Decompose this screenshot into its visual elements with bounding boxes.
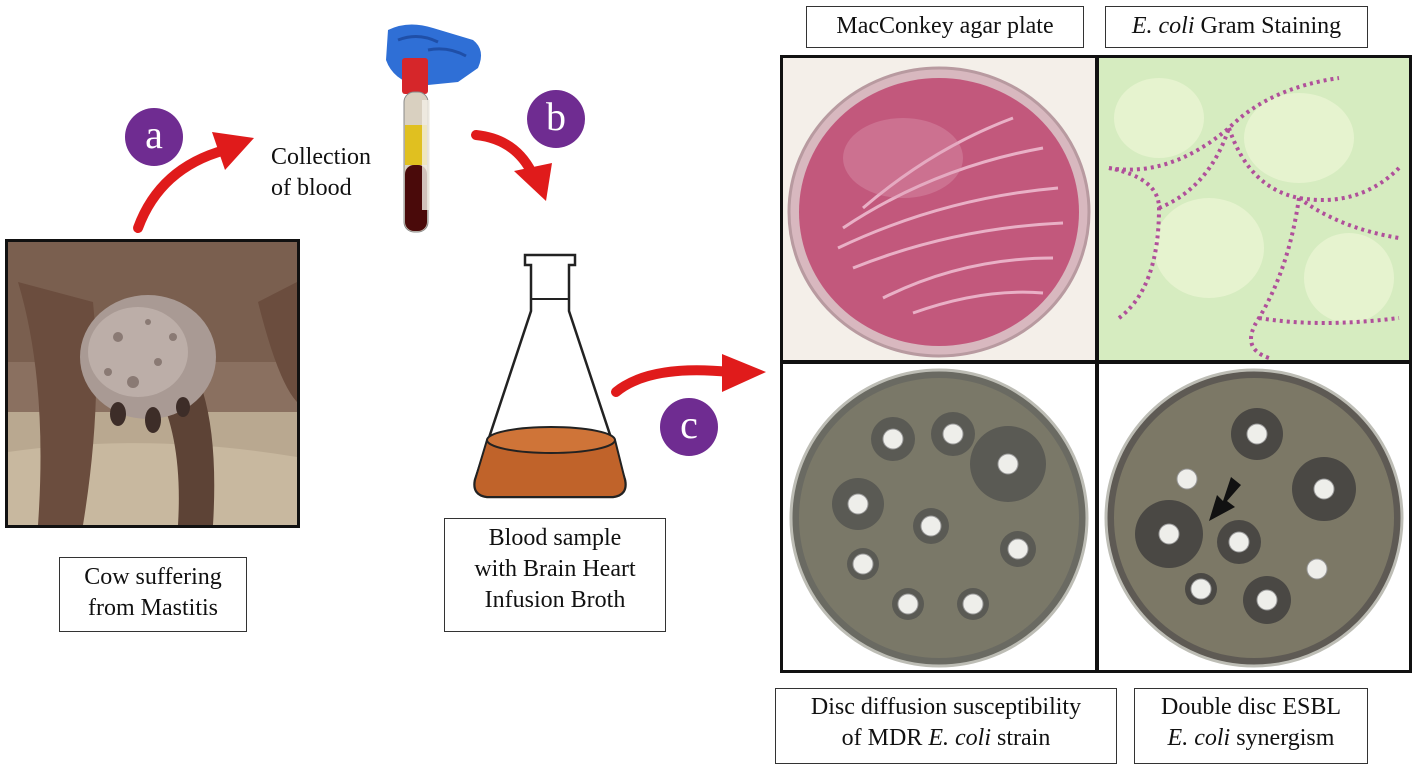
collection-label: Collection of blood xyxy=(271,142,371,204)
disc-diffusion-label: Disc diffusion susceptibility of MDR E. … xyxy=(775,688,1117,764)
arrow-b-icon xyxy=(471,130,552,201)
synergism-pointer-icon xyxy=(1209,477,1241,521)
disc-line2-post: strain xyxy=(991,725,1051,751)
esbl-line2-italic: E. coli xyxy=(1167,725,1231,751)
disc-diffusion-label-line1: Disc diffusion susceptibility xyxy=(810,694,1082,720)
gram-stain-micrograph xyxy=(1099,58,1409,360)
cow-udder-illustration xyxy=(8,242,297,525)
esbl-line2-post: synergism xyxy=(1230,725,1335,751)
step-a-badge: a xyxy=(125,108,183,166)
grid-divider-vertical xyxy=(1095,55,1099,673)
grid-divider-horizontal xyxy=(780,360,1412,364)
disc-diffusion-label-line2: of MDR E. coli strain xyxy=(782,723,1110,754)
macconkey-plate xyxy=(783,58,1095,360)
macconkey-label: MacConkey agar plate xyxy=(806,6,1084,48)
broth-label-line2: with Brain Heart xyxy=(474,556,636,582)
gram-label-text: Gram Staining xyxy=(1194,13,1342,39)
disc-diffusion-plate xyxy=(783,364,1095,670)
cow-label-line1: Cow suffering xyxy=(84,564,222,590)
broth-label: Blood sample with Brain Heart Infusion B… xyxy=(444,518,666,632)
macconkey-label-text: MacConkey agar plate xyxy=(836,13,1054,39)
disc-line2-italic: E. coli xyxy=(928,725,991,751)
collection-label-line1: Collection xyxy=(271,144,371,170)
arrow-c-icon xyxy=(611,354,766,397)
esbl-label: Double disc ESBL E. coli synergism xyxy=(1134,688,1368,764)
step-c-badge: c xyxy=(660,398,718,456)
esbl-label-line1: Double disc ESBL xyxy=(1161,694,1341,720)
cow-label: Cow suffering from Mastitis xyxy=(59,557,247,632)
esbl-label-line2: E. coli synergism xyxy=(1141,723,1361,754)
arrow-a-icon xyxy=(133,132,254,233)
esbl-synergism-plate xyxy=(1099,364,1409,670)
gram-label: E. coli Gram Staining xyxy=(1105,6,1368,48)
flask-icon xyxy=(473,253,627,499)
cow-photo xyxy=(5,239,300,528)
collection-label-line2: of blood xyxy=(271,175,352,201)
disc-line2-pre: of MDR xyxy=(841,725,929,751)
step-b-badge: b xyxy=(527,90,585,148)
broth-label-line3: Infusion Broth xyxy=(484,587,626,613)
cow-label-line2: from Mastitis xyxy=(88,595,218,621)
tube-icon xyxy=(386,24,482,233)
gram-label-italic: E. coli xyxy=(1131,13,1195,39)
broth-label-line1: Blood sample xyxy=(488,525,622,551)
